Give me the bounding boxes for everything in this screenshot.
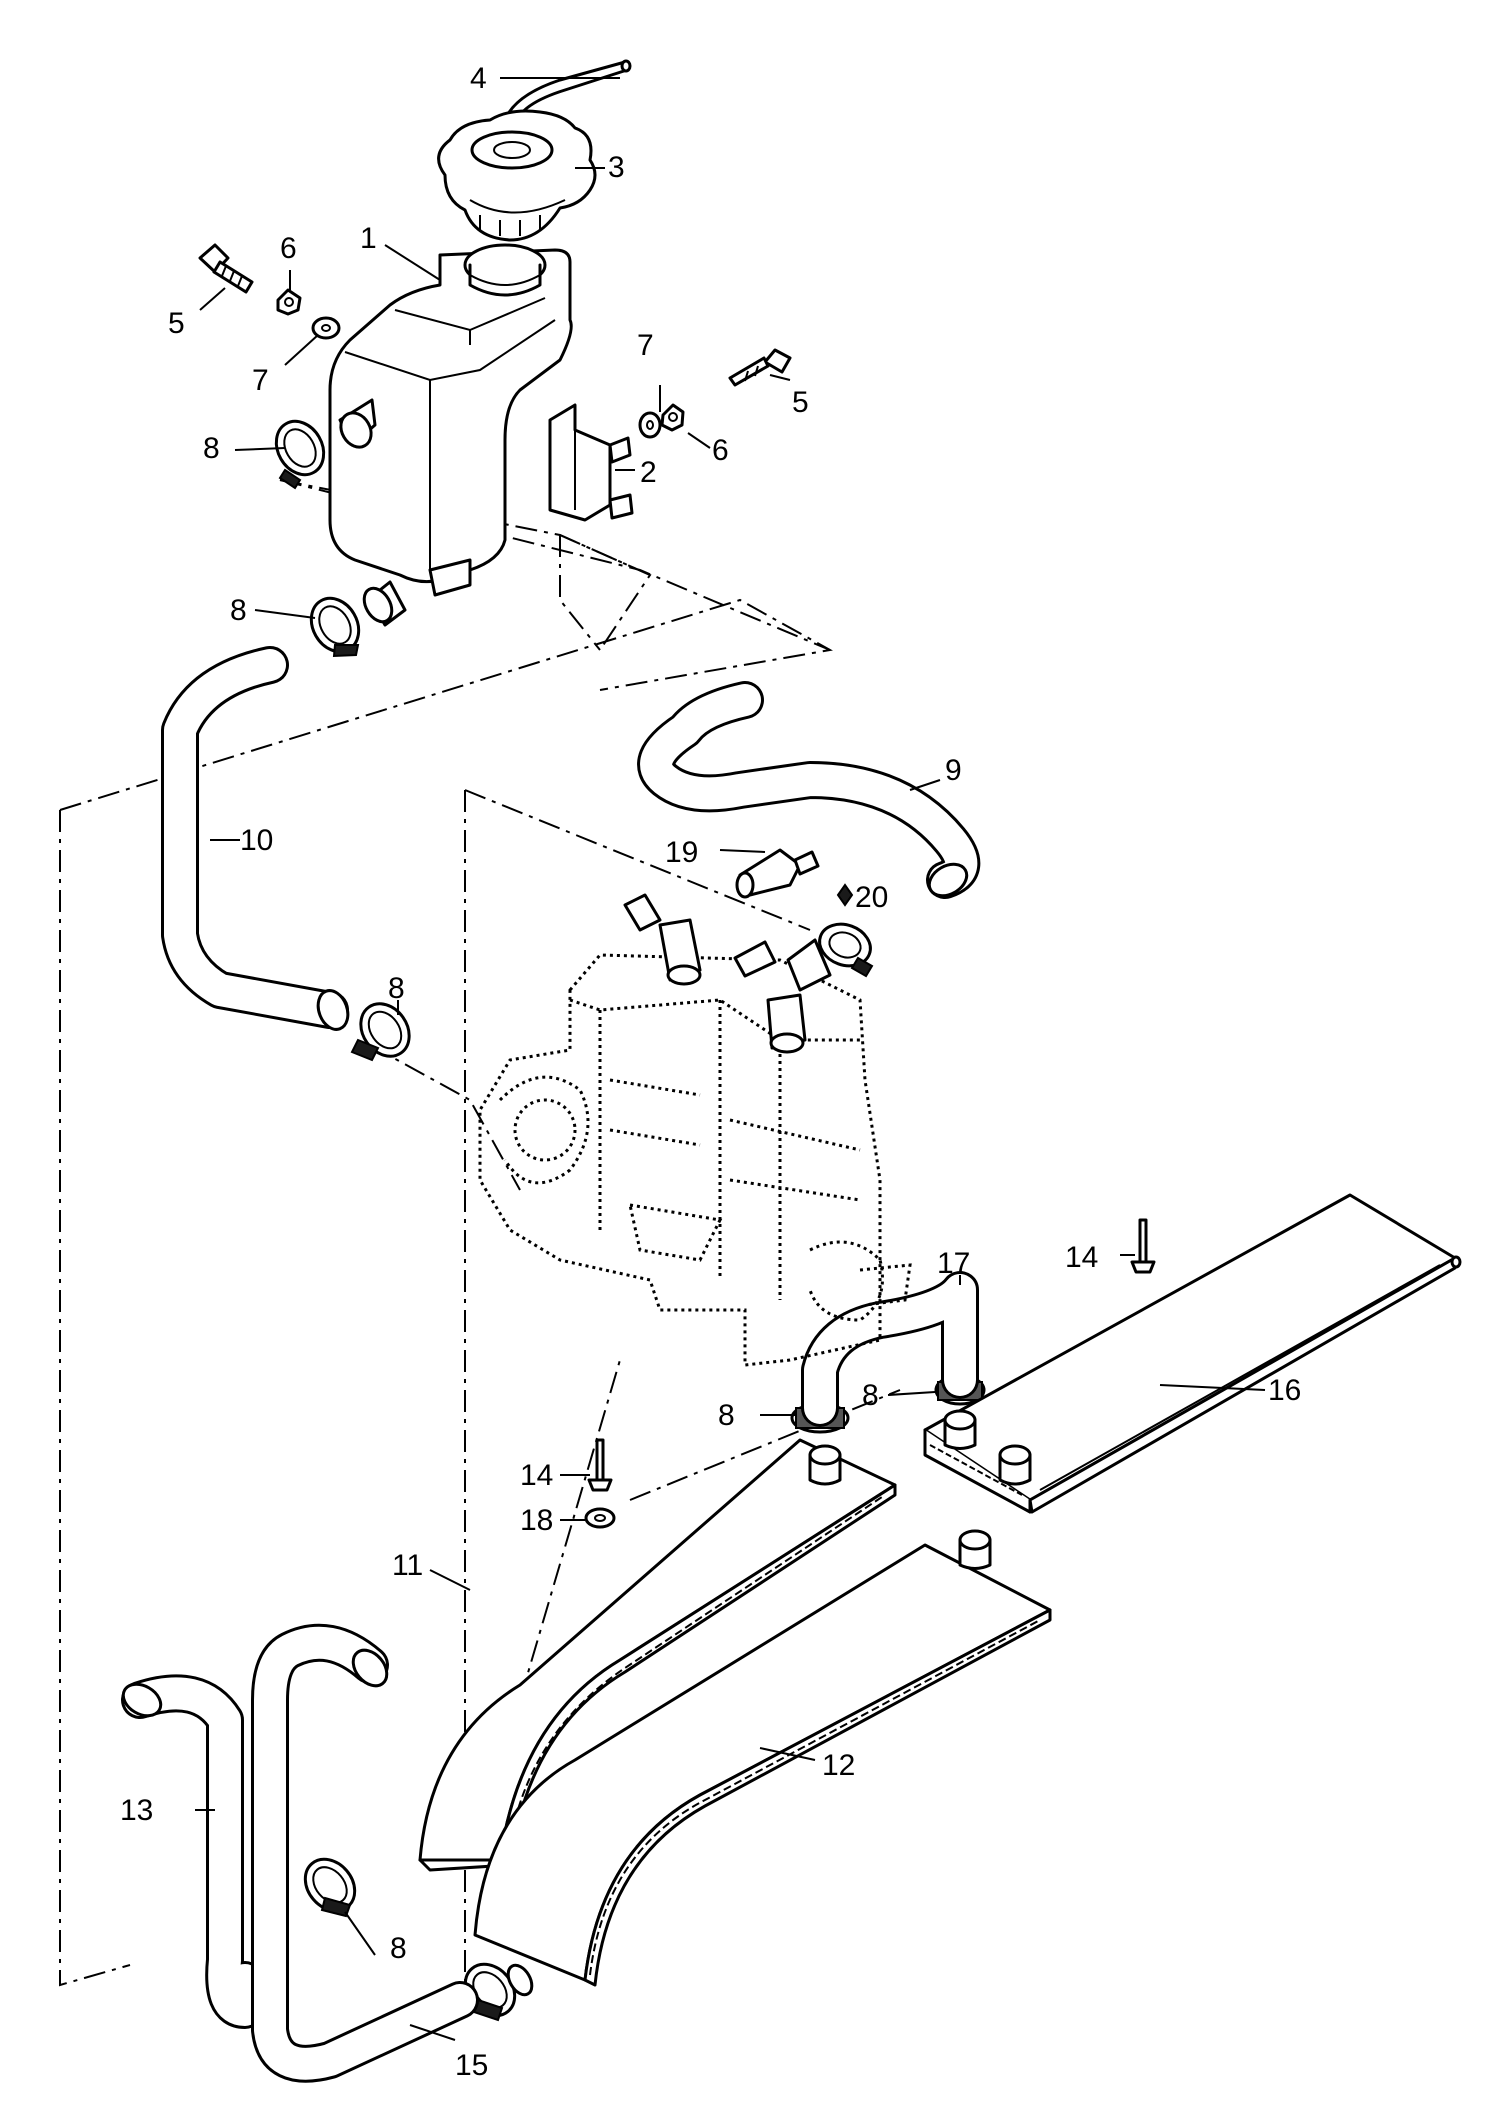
callout-2: 2 — [640, 456, 657, 489]
part-15-hose — [251, 1623, 479, 2083]
part-14-screw-left — [587, 1438, 613, 1492]
part-13-hose — [121, 1674, 264, 2029]
callout-3: 3 — [608, 151, 625, 184]
part-8-clamp-tank-side — [274, 419, 326, 490]
callout-14-left: 14 — [520, 1459, 553, 1492]
part-17-hose — [801, 1271, 979, 1427]
callout-11: 11 — [392, 1549, 423, 1582]
callout-8-hose-10: 8 — [388, 972, 405, 1005]
part-10-hose — [161, 646, 350, 1031]
part-5-bolt-right — [728, 348, 792, 387]
callout-5-right: 5 — [792, 386, 809, 419]
part-16-fitting-1 — [943, 1409, 977, 1450]
part-5-bolt-left — [198, 243, 254, 294]
part-16-cooler — [923, 1193, 1462, 1514]
part-12-fitting — [958, 1529, 992, 1570]
part-7-washer-right — [638, 411, 662, 439]
part-11-fitting — [808, 1444, 842, 1486]
part-8-clamp-lower-left — [303, 1857, 357, 1918]
part-14-screw-right — [1130, 1218, 1156, 1274]
callout-8-tank-bottom: 8 — [230, 594, 247, 627]
part-7-washer-left — [311, 316, 341, 340]
callout-10: 10 — [240, 824, 273, 857]
part-8-tube-stub — [362, 580, 407, 627]
part-20-washer — [836, 883, 854, 907]
callout-8-lower: 8 — [390, 1932, 407, 1965]
callout-8-hose-17-left: 8 — [718, 1399, 735, 1432]
callout-4: 4 — [470, 62, 487, 95]
part-19-sensor — [735, 848, 820, 899]
callout-6-right: 6 — [712, 434, 729, 467]
callout-15: 15 — [455, 2049, 488, 2082]
callout-7-left: 7 — [252, 364, 269, 397]
callout-7-right: 7 — [637, 329, 654, 362]
leader-lines — [195, 77, 1266, 2041]
callout-labels: 4 3 1 6 5 7 8 7 5 6 2 8 9 10 19 20 8 14 … — [120, 62, 1301, 2082]
callout-1: 1 — [360, 222, 377, 255]
part-6-nut-left — [276, 288, 302, 316]
callout-5-left: 5 — [168, 307, 185, 340]
callout-14-right: 14 — [1065, 1241, 1098, 1274]
callout-13: 13 — [120, 1794, 153, 1827]
callout-8-tank-side: 8 — [203, 432, 220, 465]
callout-19: 19 — [665, 836, 698, 869]
part-8-clamp-hose-9 — [818, 922, 874, 978]
callout-17: 17 — [937, 1247, 970, 1280]
callout-20: 20 — [855, 881, 888, 914]
part-8-clamp-tank-bottom — [309, 596, 361, 658]
engine — [478, 893, 912, 1367]
part-8-clamp-lower-right — [463, 1962, 534, 2022]
callout-16: 16 — [1268, 1374, 1301, 1407]
callout-18: 18 — [520, 1504, 553, 1537]
part-11-cooler — [418, 1438, 897, 1872]
part-3-filler-cap — [437, 109, 597, 242]
part-16-fitting-2 — [998, 1444, 1032, 1486]
part-8-clamp-hose-10-lower — [350, 1002, 411, 1062]
part-1-coolant-tank — [328, 243, 573, 597]
callout-9: 9 — [945, 754, 962, 787]
callout-8-hose-17-right: 8 — [862, 1379, 879, 1412]
part-2-bracket — [548, 403, 634, 522]
part-12-cooler — [473, 1529, 1052, 1987]
callout-6-left: 6 — [280, 232, 297, 265]
part-6-nut-right — [660, 403, 685, 432]
callout-12: 12 — [822, 1749, 855, 1782]
part-18-washer — [584, 1507, 616, 1529]
part-9-hose — [637, 681, 981, 899]
